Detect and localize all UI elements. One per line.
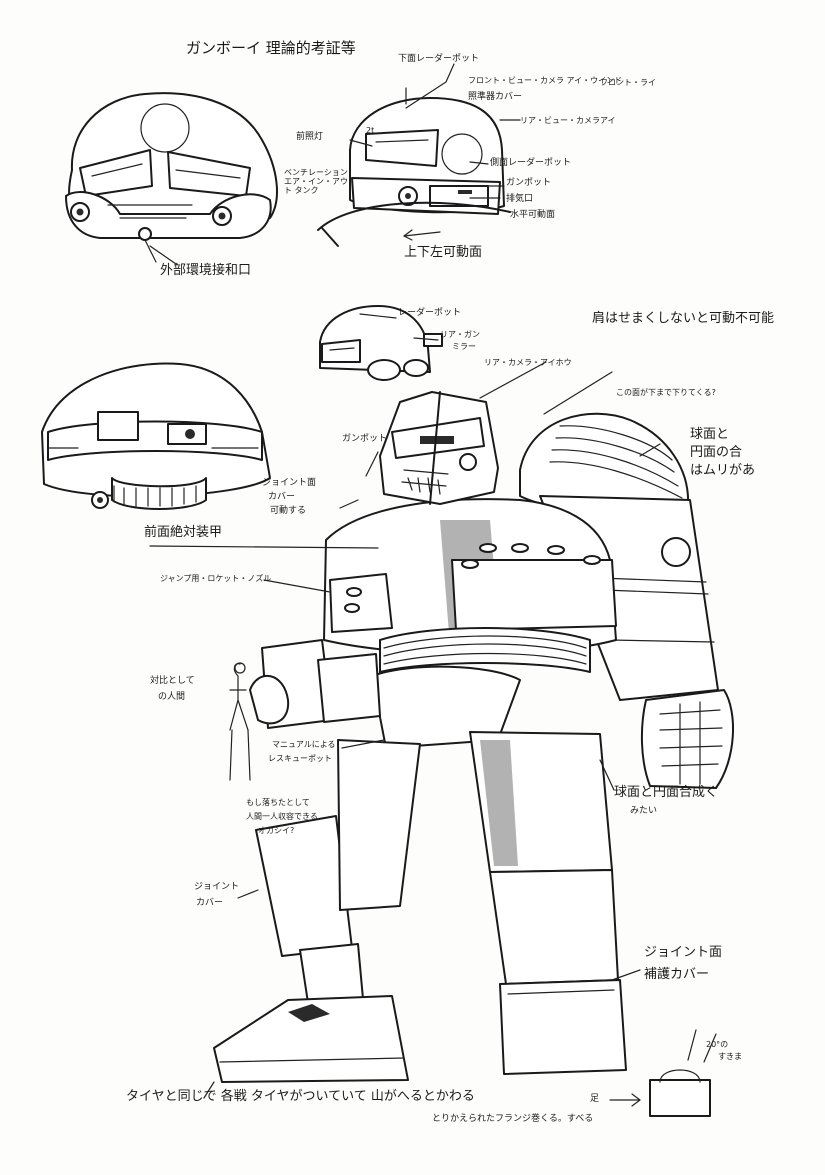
robot-body — [213, 391, 734, 1083]
note-sphere-joint-2: みたい — [630, 806, 658, 816]
note-front-armor: 前面絶対装甲 — [144, 525, 223, 540]
note-gun-pod-body: ガンポット — [342, 434, 388, 444]
note-rear-view: リア・ビュー・カメラアイ — [520, 116, 616, 125]
note-knee-cover-1: ジョイント — [194, 882, 240, 892]
note-ankle-cover-2: 補護カバー — [644, 967, 710, 982]
note-foot-label: 足 — [590, 1094, 600, 1104]
note-escape-1: もし落ちたとして — [246, 798, 310, 807]
note-ankle-cover-1: ジョイント面 — [644, 945, 723, 960]
note-manual-1: マニュアルによる — [272, 740, 336, 749]
note-manual-2: レスキューポット — [268, 754, 332, 763]
annotation-leader-lines — [149, 63, 661, 1099]
dome-head-sketch — [41, 362, 271, 510]
note-horizontal-move: 水平可動面 — [510, 210, 556, 220]
sheet-title: ガンボーイ 理論的考証等 — [186, 39, 356, 57]
note-lens-cover: 照準器カバー — [468, 92, 523, 102]
note-sphere-2: 円面の合 — [690, 445, 743, 460]
note-rear-camera: リア・カメラ・アイホウ — [484, 358, 572, 367]
note-visor-size: 2t — [366, 126, 375, 135]
note-escape-2: 人間一人収容できる — [246, 812, 318, 821]
note-jump-rocket: ジャンプ用・ロケット・ノズル — [160, 574, 272, 583]
note-rear-gun: リア・ガン — [440, 330, 480, 339]
note-external-port: 外部環境接和口 — [160, 263, 252, 278]
note-escape-3: オカシイ? — [258, 826, 295, 835]
note-sphere-1: 球面と — [690, 427, 730, 442]
note-camera-eye: フロント・ビュー・カメラ アイ・ウインド — [468, 76, 623, 85]
bottom-caption-1: タイヤと同じで 各戦 タイヤがついていて 山がへるとかわる — [126, 1089, 475, 1104]
note-joint-cover-1: ジョイント面 — [262, 478, 317, 488]
note-gun-pod-head: ガンポット — [506, 178, 552, 188]
note-visor: 前照灯 — [296, 132, 324, 142]
note-exhaust: 排気口 — [506, 194, 534, 204]
note-sphere-joint-1: 球面と円面合成く — [614, 785, 719, 800]
bottom-caption-2: とりかえられたフランジ巻くる。すべる — [432, 1114, 594, 1124]
foot-detail-sketch — [609, 1029, 717, 1117]
note-shoulder: 肩はせまくしないと可動不可能 — [592, 311, 775, 326]
note-angle-mark-2: すきま — [718, 1052, 742, 1061]
note-knee-cover-2: カバー — [196, 898, 224, 908]
head-front-view — [65, 92, 278, 263]
head-side-view — [317, 87, 511, 247]
note-joint-cover-3: 可動する — [270, 506, 307, 516]
note-sphere-3: はムリがあ — [690, 463, 756, 478]
note-human-scale-1: 対比として — [150, 676, 195, 686]
note-this-side: この面が下まで下りてくる? — [616, 388, 716, 397]
note-ventilation: ベンチレーション エア・イン・アウト タンク — [284, 168, 348, 196]
note-front-eye: フロント・ライ — [600, 78, 656, 87]
note-joint-cover-2: カバー — [268, 492, 296, 502]
note-side-radar: 側面レーダーポット — [490, 158, 572, 168]
note-radar-pod: レーダーポット — [398, 308, 462, 318]
small-head-sketch — [319, 305, 443, 381]
note-mirror: ミラー — [452, 342, 476, 351]
note-vertical-move: 上下左可動面 — [404, 245, 483, 260]
note-radar-pod-top: 下面レーダーポット — [398, 54, 480, 64]
note-human-scale-2: の人間 — [158, 692, 186, 702]
note-angle-mark: 20°の — [706, 1040, 729, 1049]
